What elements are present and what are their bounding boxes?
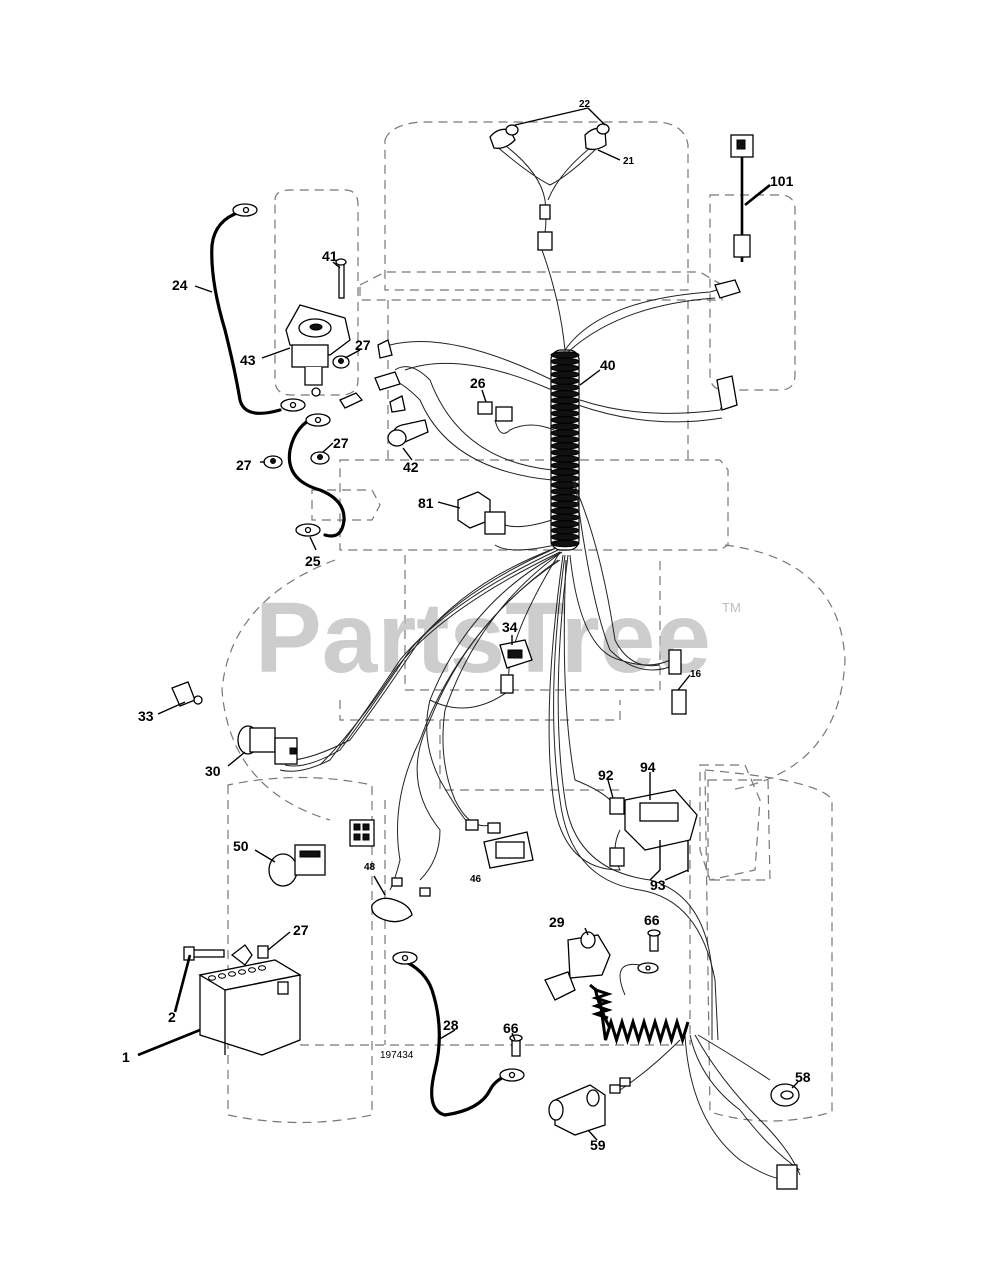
ignition-module: [548, 1084, 606, 1136]
coil-turn: [550, 526, 580, 535]
callout-labels: 22 21 101 24 41 43 27 27 27 40 26 42 81 …: [122, 99, 811, 1153]
coil-turn: [550, 487, 580, 496]
battery: [198, 959, 302, 1056]
accessory-harness: [730, 134, 754, 262]
coil-turn: [550, 351, 580, 359]
connector-block: [349, 819, 375, 847]
plug-58: [770, 1083, 800, 1107]
callout-30: 30: [205, 763, 221, 779]
leader-lines: [137, 107, 799, 1141]
coil-turn: [550, 422, 580, 431]
battery-cables: [210, 210, 510, 1117]
callout-27-d: 27: [293, 922, 309, 938]
callout-41: 41: [322, 248, 338, 264]
battery-cell-cap: [228, 971, 236, 977]
coil-turn: [550, 357, 580, 366]
battery-cell-cap: [238, 969, 246, 975]
coil-turn: [550, 364, 580, 372]
coil-turn: [550, 539, 580, 548]
callout-66-b: 66: [503, 1020, 519, 1036]
solenoid: [285, 258, 351, 397]
coil-turn: [550, 370, 580, 379]
connectors: [339, 204, 798, 1190]
battery-cell-cap: [248, 967, 256, 973]
callout-24: 24: [172, 277, 188, 293]
seat-switch: [624, 764, 761, 881]
coil-turn: [550, 403, 580, 411]
battery-cell-cap: [218, 973, 226, 979]
callout-81: 81: [418, 495, 434, 511]
coil-turn: [550, 377, 580, 385]
coil-turn: [550, 520, 580, 528]
fuse-holder: [387, 419, 429, 447]
ignition-switch: [237, 725, 298, 765]
battery-cell-cap: [208, 975, 216, 981]
callout-42: 42: [403, 459, 419, 475]
coil-turn: [550, 409, 580, 418]
watermark: PartsTree: [255, 582, 711, 694]
callout-27-b: 27: [333, 435, 349, 451]
switch-29: [544, 931, 611, 1001]
coil-turn: [550, 416, 580, 424]
bulb-48: [371, 897, 413, 923]
callout-43: 43: [240, 352, 256, 368]
coil-turn: [550, 390, 580, 398]
callout-25: 25: [305, 553, 321, 569]
coil-turn: [550, 455, 580, 463]
callout-28: 28: [443, 1017, 459, 1033]
callout-59: 59: [590, 1137, 606, 1153]
callout-46: 46: [470, 874, 482, 885]
callout-2: 2: [168, 1009, 176, 1025]
callout-50: 50: [233, 838, 249, 854]
coil-turn: [550, 396, 580, 405]
nuts: [263, 355, 350, 469]
switch-34: [499, 639, 533, 669]
callout-27-a: 27: [355, 337, 371, 353]
callout-92: 92: [598, 767, 614, 783]
coil-turn: [550, 468, 580, 476]
callout-26: 26: [470, 375, 486, 391]
callout-34: 34: [502, 619, 518, 635]
coil-turn: [550, 533, 580, 541]
callout-22: 22: [579, 99, 591, 110]
coil-turn: [550, 500, 580, 509]
callout-1: 1: [122, 1049, 130, 1065]
coil-turn: [550, 429, 580, 437]
callout-16: 16: [690, 669, 702, 680]
pto-switch: [268, 844, 326, 887]
callout-40: 40: [600, 357, 616, 373]
coil-turn: [550, 448, 580, 457]
callout-101: 101: [770, 173, 794, 189]
callout-58: 58: [795, 1069, 811, 1085]
coil-turn: [550, 442, 580, 450]
battery-cell-cap: [258, 965, 266, 971]
coil-turn: [550, 507, 580, 515]
drawing-number: 197434: [380, 1050, 414, 1061]
callout-29: 29: [549, 914, 565, 930]
headlights: [489, 123, 610, 151]
coil-turn: [550, 494, 580, 502]
callout-21: 21: [623, 156, 635, 167]
callout-48: 48: [364, 862, 376, 873]
callout-94: 94: [640, 759, 656, 775]
callout-33: 33: [138, 708, 154, 724]
ring-terminals: [232, 203, 659, 1082]
coil-turn: [550, 435, 580, 444]
ignition-key: [171, 681, 203, 707]
battery-bolt: [183, 944, 269, 966]
callout-93: 93: [650, 877, 666, 893]
coil-turn: [550, 513, 580, 522]
light-46: [483, 831, 534, 869]
lower-harness-coil: [589, 983, 690, 1046]
callout-27-c: 27: [236, 457, 252, 473]
harness-coil: [550, 349, 580, 551]
watermark-tm: TM: [722, 600, 741, 615]
coil-turn: [550, 383, 580, 392]
coil-turn: [550, 461, 580, 470]
callout-66-a: 66: [644, 912, 660, 928]
relay: [457, 491, 506, 535]
